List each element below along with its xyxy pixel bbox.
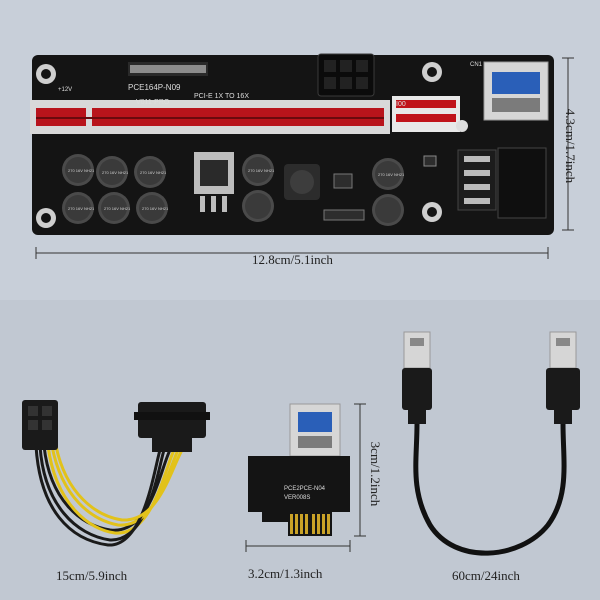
voltage-regulator [194, 152, 234, 212]
board-model: PCE164P-N09 [128, 83, 181, 92]
pin-header [128, 62, 208, 76]
sata-cable-label: 15cm/5.9inch [56, 568, 128, 583]
capacitor-label: 270 16V NH21 [102, 170, 129, 175]
small-ics [323, 155, 437, 221]
board-cn1: CN1 [470, 62, 483, 68]
pcie-6pin-connector [317, 53, 375, 97]
capacitor-label: 270 16V NH21 [68, 168, 95, 173]
usb-cable [402, 331, 580, 556]
board-height-label: 4.3cm/1.7inch [563, 108, 578, 184]
usb-adapter-board: PCE2PCE-N04 VER008S [245, 403, 366, 552]
adapter-version: VER008S [284, 495, 310, 501]
board-width-line [35, 247, 549, 259]
adapter-dimension-lines [245, 403, 366, 552]
riser-board: PCE164P-N09 V011-PRO PCI-E 1X TO 16X +12… [30, 53, 574, 259]
capacitor-label: 270 16V NH21 [68, 206, 95, 211]
adapter-width-label: 3.2cm/1.3inch [248, 566, 323, 581]
capacitors [62, 154, 404, 226]
board-width-label: 12.8cm/5.1inch [252, 252, 333, 267]
board-version: V011-PRO [136, 99, 170, 106]
board-height-line [562, 57, 574, 231]
usb-cable-label: 60cm/24inch [452, 568, 520, 583]
capacitor-label: 270 16V NH21 [378, 172, 405, 177]
adapter-model: PCE2PCE-N04 [284, 486, 326, 492]
capacitor-label: 270 16V NH21 [248, 168, 275, 173]
usb-port [483, 61, 549, 121]
capacitor-label: 270 16V NH21 [142, 206, 169, 211]
mounting-holes [36, 62, 442, 228]
capacitor-label: 270 16V NH21 [104, 206, 131, 211]
power-connectors [457, 147, 547, 219]
inductor [284, 164, 320, 200]
capacitor-label: 270 16V NH21 [140, 170, 167, 175]
board-volt: +12V [58, 87, 72, 93]
sata-power-cable [22, 400, 210, 547]
pcie-x16-slot [30, 100, 390, 134]
adapter-height-label: 3cm/1.2inch [368, 441, 383, 507]
board-subtitle: PCI-E 1X TO 16X [194, 93, 249, 100]
board-ic-label: I00 [396, 101, 406, 108]
wires [392, 96, 468, 132]
